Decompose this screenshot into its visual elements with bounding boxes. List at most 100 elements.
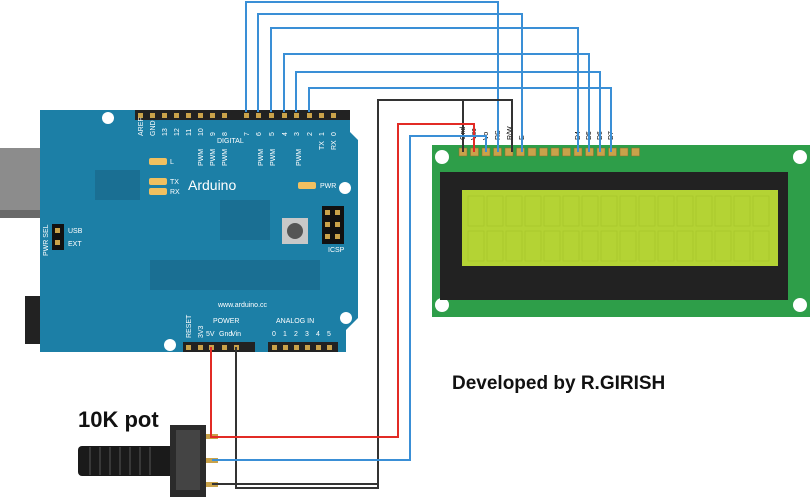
led-tx (149, 178, 167, 185)
bottom-pin (294, 345, 299, 350)
bottom-pin (222, 345, 227, 350)
digital-header (135, 110, 350, 120)
digital-pin (282, 113, 287, 118)
lcd-char-cell (714, 230, 732, 262)
digital-pin-label: 1 (319, 132, 326, 136)
analog-label: ANALOG IN (276, 318, 314, 325)
digital-pin (210, 113, 215, 118)
lcd-pin (608, 147, 617, 157)
digital-pin (294, 113, 299, 118)
pwr-sel-label: PWR SEL (43, 224, 50, 256)
wire-d6 (295, 71, 601, 152)
digital-pin-label: 13 (162, 128, 169, 136)
lcd-pin (619, 147, 629, 157)
chip-area (220, 200, 270, 240)
lcd-char-cell (543, 195, 561, 227)
lcd-pin (516, 147, 525, 157)
digital-pin-label: AREF (138, 117, 145, 136)
bottom-pin (305, 345, 310, 350)
bottom-pin (283, 345, 288, 350)
wire-e (257, 13, 523, 152)
lcd-mount-hole (793, 298, 807, 312)
digital-pin-label: 8 (222, 132, 229, 136)
digital-pin (186, 113, 191, 118)
digital-pin (162, 113, 167, 118)
digital-pin-label: 2 (307, 132, 314, 136)
digital-pin (222, 113, 227, 118)
lcd-pin (527, 147, 537, 157)
arduino-brand: Arduino (188, 177, 236, 193)
usb-label: USB (68, 228, 83, 235)
lcd-char-cell (657, 230, 675, 262)
digital-pin (244, 113, 249, 118)
analog-pin-label: 3 (305, 331, 309, 338)
lcd-pin (562, 147, 571, 157)
lcd-char-cell (467, 195, 485, 227)
pot-face (176, 430, 200, 490)
wire-5v-lcd (210, 123, 475, 438)
txrx-label: RX (331, 140, 338, 150)
power-pin-label: Vin (231, 331, 241, 338)
ext-label: EXT (68, 241, 82, 248)
digital-pin-label: 4 (282, 132, 289, 136)
bottom-pin (327, 345, 332, 350)
power-pin-label: RESET (186, 314, 193, 338)
lcd-char-cell (486, 230, 504, 262)
lcd-pin-label: R/W (507, 126, 514, 140)
pwr-sel-jumper (52, 224, 64, 250)
digital-pin (331, 113, 336, 118)
chip-area (150, 260, 320, 290)
digital-pin (174, 113, 179, 118)
digital-pin-label: 7 (244, 132, 251, 136)
lcd-char-cell (714, 195, 732, 227)
lcd-char-cell (562, 230, 580, 262)
digital-pin-label: 0 (331, 132, 338, 136)
potentiometer (78, 425, 218, 497)
wire-rw-gnd (463, 99, 513, 152)
mount-hole (340, 312, 352, 324)
arduino-board (40, 110, 358, 352)
lcd-char-cell (752, 230, 770, 262)
digital-pin-label: 5 (269, 132, 276, 136)
power-pin-label: 3V3 (198, 325, 205, 338)
lcd-char-cell (619, 195, 637, 227)
led-pwr (298, 182, 316, 189)
lcd-mount-hole (793, 150, 807, 164)
pwm-label: PWM (198, 149, 205, 166)
bottom-pin (272, 345, 277, 350)
digital-pin-label: 3 (294, 132, 301, 136)
digital-pin (269, 113, 274, 118)
lcd-char-cell (543, 230, 561, 262)
mount-hole (164, 339, 176, 351)
digital-pin (198, 113, 203, 118)
analog-pin-label: 1 (283, 331, 287, 338)
lcd-char-cell (562, 195, 580, 227)
lcd-char-cell (657, 195, 675, 227)
wire-rs (245, 1, 499, 152)
developer-credit: Developed by R.GIRISH (452, 373, 665, 394)
lcd-mount-hole (435, 298, 449, 312)
reset-button-cap (287, 223, 303, 239)
pwm-label: PWM (210, 149, 217, 166)
lcd-char-cell (524, 195, 542, 227)
pot-shaft (78, 446, 188, 476)
digital-pin-label: 10 (198, 128, 205, 136)
lcd-char-cell (733, 195, 751, 227)
lcd-char-cell (676, 230, 694, 262)
led-rx (149, 188, 167, 195)
pwm-label: PWM (222, 149, 229, 166)
lcd-char-cell (638, 230, 656, 262)
digital-pin (319, 113, 324, 118)
wire-d5 (283, 53, 590, 152)
lcd-char-cell (619, 230, 637, 262)
digital-pin-label: GND (150, 120, 157, 136)
pot-label: 10K pot (78, 407, 159, 432)
lcd-mount-hole (435, 150, 449, 164)
lcd-char-cell (505, 195, 523, 227)
chip-area (95, 170, 140, 200)
power-pin-label: 5V (206, 331, 215, 338)
arduino-website: www.arduino.cc (217, 302, 268, 309)
wire-vo (212, 135, 487, 461)
digital-pin (138, 113, 143, 118)
